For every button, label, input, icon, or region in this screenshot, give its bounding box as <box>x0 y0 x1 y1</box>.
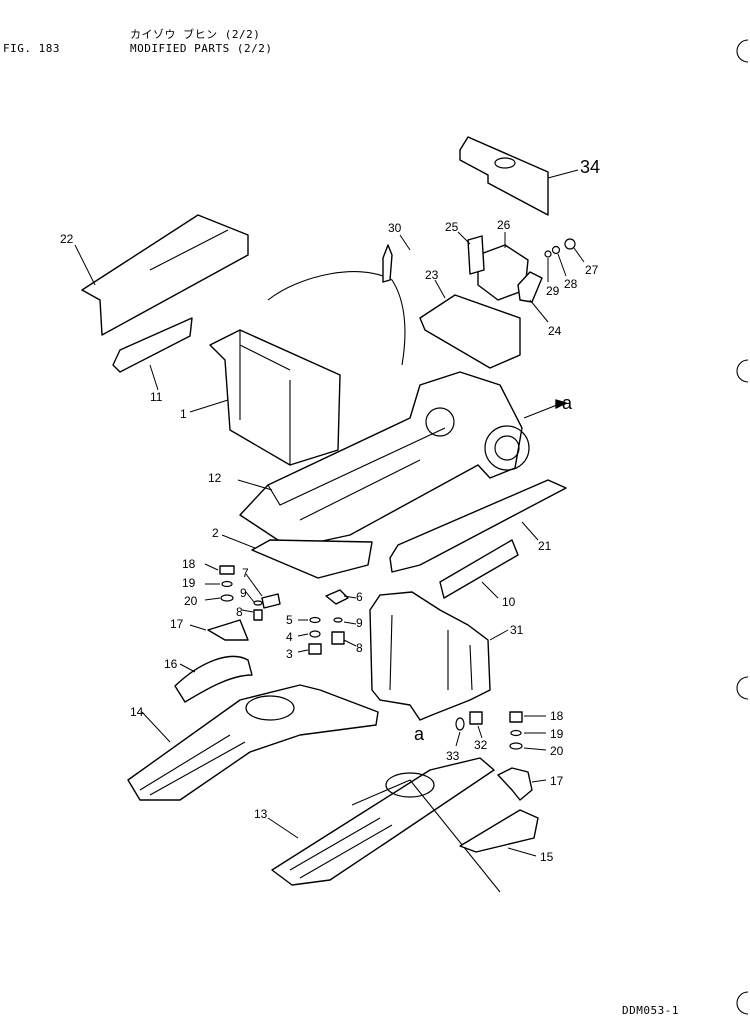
fasteners-left <box>189 563 249 641</box>
part-13-track-frame <box>267 757 501 893</box>
callout-20-left: 20 <box>184 594 198 608</box>
callout-18-left: 18 <box>182 557 196 571</box>
callout-19-right: 19 <box>550 727 564 741</box>
callout-27: 27 <box>585 263 599 277</box>
callout-26: 26 <box>497 218 511 232</box>
callout-12: 12 <box>208 471 222 485</box>
callout-9-left: 9 <box>240 586 247 600</box>
part-11-plate <box>112 317 193 391</box>
callout-ref-a-upper: a <box>562 393 573 413</box>
callout-24: 24 <box>548 324 562 338</box>
figure-number: FIG. 183 <box>3 42 60 55</box>
callout-labels: 34 22 30 25 26 27 28 29 23 24 11 1 a 12 … <box>60 157 600 864</box>
part-25-pad <box>457 231 485 275</box>
fasteners-right <box>455 711 547 751</box>
part-34-plate <box>459 136 579 216</box>
callout-2: 2 <box>212 526 219 540</box>
parts-27-29-fasteners <box>544 238 585 282</box>
callout-ref-a-lower: a <box>414 724 425 744</box>
part-16-cover <box>174 655 253 703</box>
callout-6: 6 <box>356 590 363 604</box>
callout-17-left: 17 <box>170 617 184 631</box>
callout-15: 15 <box>540 850 554 864</box>
binder-holes <box>736 39 749 1015</box>
callout-25: 25 <box>445 220 459 234</box>
callout-29: 29 <box>546 284 560 298</box>
callout-9-right: 9 <box>356 616 363 630</box>
callout-33: 33 <box>446 749 460 763</box>
part-22-cover <box>74 214 249 336</box>
figure-title-japanese: カイゾウ ブヒン (2/2) <box>130 28 261 41</box>
callout-13: 13 <box>254 807 268 821</box>
callout-31: 31 <box>510 623 524 637</box>
part-15-cover <box>459 809 539 857</box>
callout-3: 3 <box>286 647 293 661</box>
callout-16: 16 <box>164 657 178 671</box>
callout-5: 5 <box>286 613 293 627</box>
callout-10: 10 <box>502 595 516 609</box>
part-17-clamp-right <box>497 767 547 801</box>
part-31-bumper <box>369 591 509 721</box>
callout-22: 22 <box>60 232 74 246</box>
callout-8-left: 8 <box>236 605 243 619</box>
part-24-pad <box>517 271 549 323</box>
callout-21: 21 <box>538 539 552 553</box>
part-14-track-frame <box>127 684 379 801</box>
callout-7: 7 <box>242 566 249 580</box>
callout-30: 30 <box>388 221 402 235</box>
callout-20-right: 20 <box>550 744 564 758</box>
callout-23: 23 <box>425 268 439 282</box>
figure-title: MODIFIED PARTS (2/2) <box>130 42 273 55</box>
part-1-frame <box>189 329 341 466</box>
callout-34: 34 <box>580 157 600 177</box>
callout-17-right: 17 <box>550 774 564 788</box>
part-12-main-frame <box>237 371 567 549</box>
fasteners-center <box>241 573 357 655</box>
callout-14: 14 <box>130 705 144 719</box>
part-2-plate <box>221 534 373 579</box>
drawing-code: DDM053-1 <box>622 1004 679 1017</box>
callout-11: 11 <box>150 390 163 404</box>
callout-18-right: 18 <box>550 709 564 723</box>
callout-8-right: 8 <box>356 641 363 655</box>
part-30-hood <box>267 234 411 366</box>
callout-32: 32 <box>474 738 488 752</box>
callout-28: 28 <box>564 277 578 291</box>
callout-4: 4 <box>286 630 293 644</box>
callout-1: 1 <box>180 407 187 421</box>
part-21-plate <box>389 479 567 573</box>
callout-19-left: 19 <box>182 576 196 590</box>
part-23-bracket <box>419 279 521 369</box>
part-10-plate <box>439 539 519 599</box>
